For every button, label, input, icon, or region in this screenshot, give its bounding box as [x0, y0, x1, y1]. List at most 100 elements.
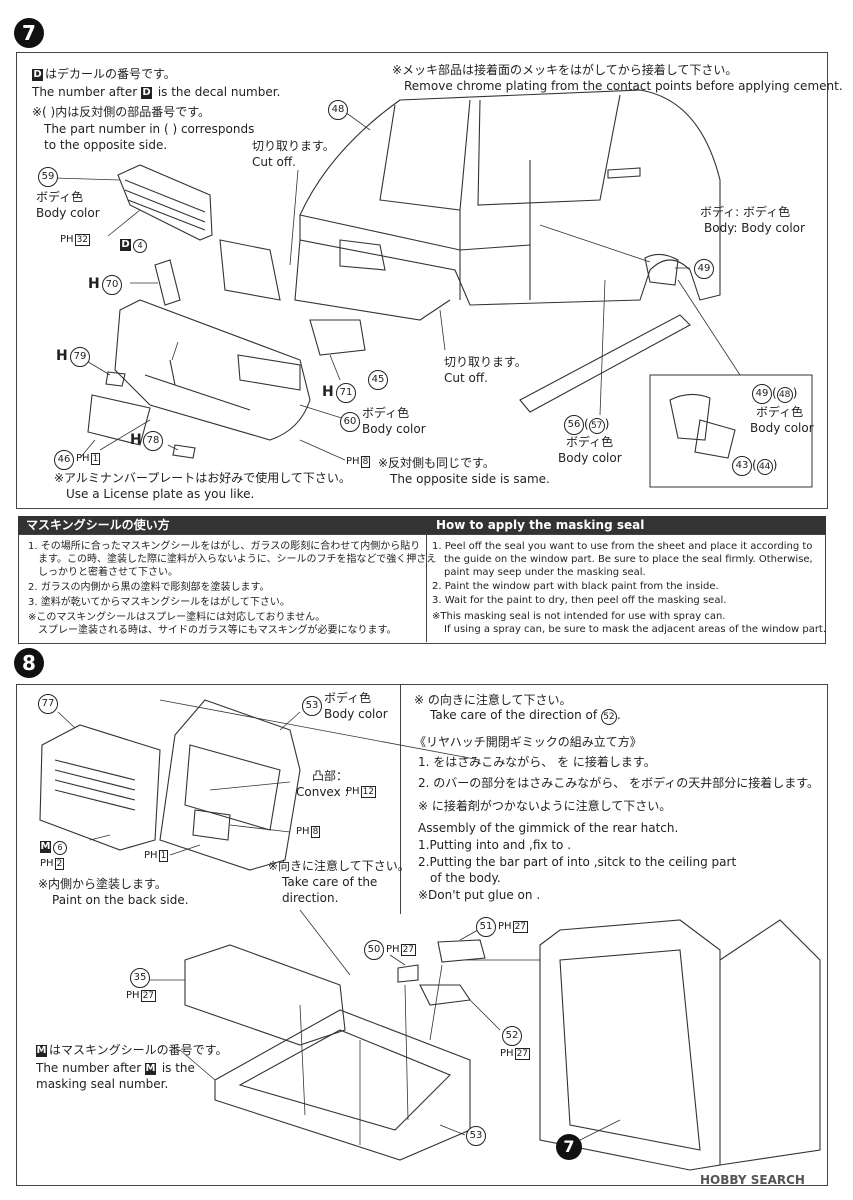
part-59: 59 [38, 167, 58, 187]
masking-title-en: How to apply the masking seal [428, 516, 826, 534]
masking-jp-1: 1. その場所に合ったマスキングシールをはがし、ガラスの彫刻に合わせて内側から貼… [28, 541, 421, 552]
h-71-letter: H [322, 384, 334, 400]
part-53-color-jp: ボディ色 [324, 691, 372, 705]
masking-jp-3: しっかりと密着させて下さい。 [38, 567, 178, 578]
part-h78: 78 [143, 431, 163, 451]
masking-en-4: 2. Paint the window part with black pain… [432, 581, 719, 592]
inset-part-44-paren: (44) [752, 457, 777, 475]
masking-en-2: the guide on the window part. Be sure to… [444, 554, 813, 565]
mask-note-en-2: masking seal number. [36, 1077, 169, 1091]
part-77: 77 [38, 694, 58, 714]
masking-en-5: 3. Wait for the paint to dry, then peel … [432, 595, 727, 606]
h-78-letter: H [130, 432, 142, 448]
part-56: 56 [564, 415, 584, 435]
gimmick-title: 《リヤハッチ開閉ギミックの組み立て方》 [414, 735, 642, 749]
inside-note-jp: ※内側から塗装します。 [38, 877, 167, 891]
step-8-frame [16, 684, 828, 1186]
masking-en-3: paint may seep under the masking seal. [444, 567, 646, 578]
convex-jp: 凸部： [312, 769, 349, 783]
direction-note-en-2: direction. [282, 891, 339, 905]
masking-jp-6: ※このマスキングシールはスプレー塗料には対応しておりません。 [28, 612, 326, 623]
part-53-lower: 53 [466, 1126, 486, 1146]
part-h79: 79 [70, 347, 90, 367]
chrome-note-en: Remove chrome plating from the contact p… [404, 79, 843, 93]
part-52: 52 [502, 1026, 522, 1046]
plate-note-jp: ※アルミナンバープレートはお好みで使用して下さい。 [54, 471, 351, 485]
chrome-note-jp: ※メッキ部品は接着面のメッキをはがしてから接着して下さい。 [392, 63, 738, 77]
gimmick-step-1-jp: 1. をはさみこみながら、 を に接着します。 [418, 755, 656, 769]
part-56-color-jp: ボディ色 [566, 435, 614, 449]
masking-en-6: ※This masking seal is not intended for u… [432, 611, 726, 622]
part-h71: 71 [336, 383, 356, 403]
direction-note-en-1: Take care of the [282, 875, 378, 889]
masking-divider [426, 534, 427, 642]
step-7-badge: 7 [14, 18, 44, 48]
assembly-step-2-en: 2.Putting the bar part of into ,sitck to… [418, 855, 737, 869]
part-h70: 70 [102, 275, 122, 295]
assembly-step-3-en: ※Don't put glue on . [418, 888, 541, 902]
plate-note-en: Use a License plate as you like. [66, 487, 255, 501]
part-53-color-en: Body color [324, 707, 388, 721]
part-59-color-jp: ボディ色 [36, 190, 84, 204]
note-52-en: Take care of the direction of 52. [430, 707, 621, 725]
assembly-step-1-en: 1.Putting into and ,fix to . [418, 838, 572, 852]
opposite-note-jp: ※( )内は反対側の部品番号です。 [32, 105, 211, 119]
direction-note-jp: ※向きに注意して下さい。 [268, 859, 410, 873]
inset-part-48-paren: (48) [772, 385, 797, 403]
mask-note-en-1: The number after M is the [36, 1061, 195, 1075]
inside-note-en: Paint on the back side. [52, 893, 189, 907]
part-57-paren: (57) [584, 416, 609, 434]
cutoff-2-en: Cut off. [444, 371, 488, 385]
inset-color-jp: ボディ色 [756, 405, 804, 419]
body-color-jp: ボディ: ボディ色 [700, 205, 791, 219]
part-48: 48 [328, 100, 348, 120]
inset-color-en: Body color [750, 421, 814, 435]
inset-part-49: 49 [752, 384, 772, 404]
cutoff-1-en: Cut off. [252, 155, 296, 169]
step-7-frame [16, 52, 828, 509]
step-8-badge: 8 [14, 648, 44, 678]
part-49: 49 [694, 259, 714, 279]
masking-title-jp: マスキングシールの使い方 [18, 516, 432, 534]
masking-en-1: 1. Peel off the seal you want to use fro… [432, 541, 813, 552]
convex-en: Convex : [296, 785, 349, 799]
part-59-color-en: Body color [36, 206, 100, 220]
h-70-letter: H [88, 276, 100, 292]
body-color-en: Body: Body color [704, 221, 805, 235]
part-51: 51 [476, 917, 496, 937]
masking-jp-7: スプレー塗装される時は、サイドのガラス等にもマスキングが必要になります。 [38, 625, 397, 636]
masking-en-7: If using a spray can, be sure to mask th… [444, 624, 827, 635]
part-53: 53 [302, 696, 322, 716]
h-79-letter: H [56, 348, 68, 364]
watermark: HOBBY SEARCH [700, 1173, 805, 1187]
same-note-en: The opposite side is same. [390, 472, 550, 486]
part-46: 46 [54, 450, 74, 470]
part-45: 45 [368, 370, 388, 390]
part-60-color-en: Body color [362, 422, 426, 436]
assembly-step-2b-en: of the body. [430, 871, 501, 885]
inset-part-43: 43 [732, 456, 752, 476]
masking-frame [18, 534, 826, 644]
part-50: 50 [364, 940, 384, 960]
part-56-color-en: Body color [558, 451, 622, 465]
same-note-jp: ※反対側も同じです。 [378, 456, 495, 470]
decal-note-en: The number after D is the decal number. [32, 85, 281, 99]
part-60: 60 [340, 412, 360, 432]
gimmick-step-3-jp: ※ に接着剤がつかないように注意して下さい。 [418, 799, 672, 813]
cutoff-2-jp: 切り取ります。 [444, 355, 527, 369]
masking-jp-4: 2. ガラスの内側から黒の塗料で彫刻部を塗装します。 [28, 582, 270, 593]
part-60-color-jp: ボディ色 [362, 406, 410, 420]
